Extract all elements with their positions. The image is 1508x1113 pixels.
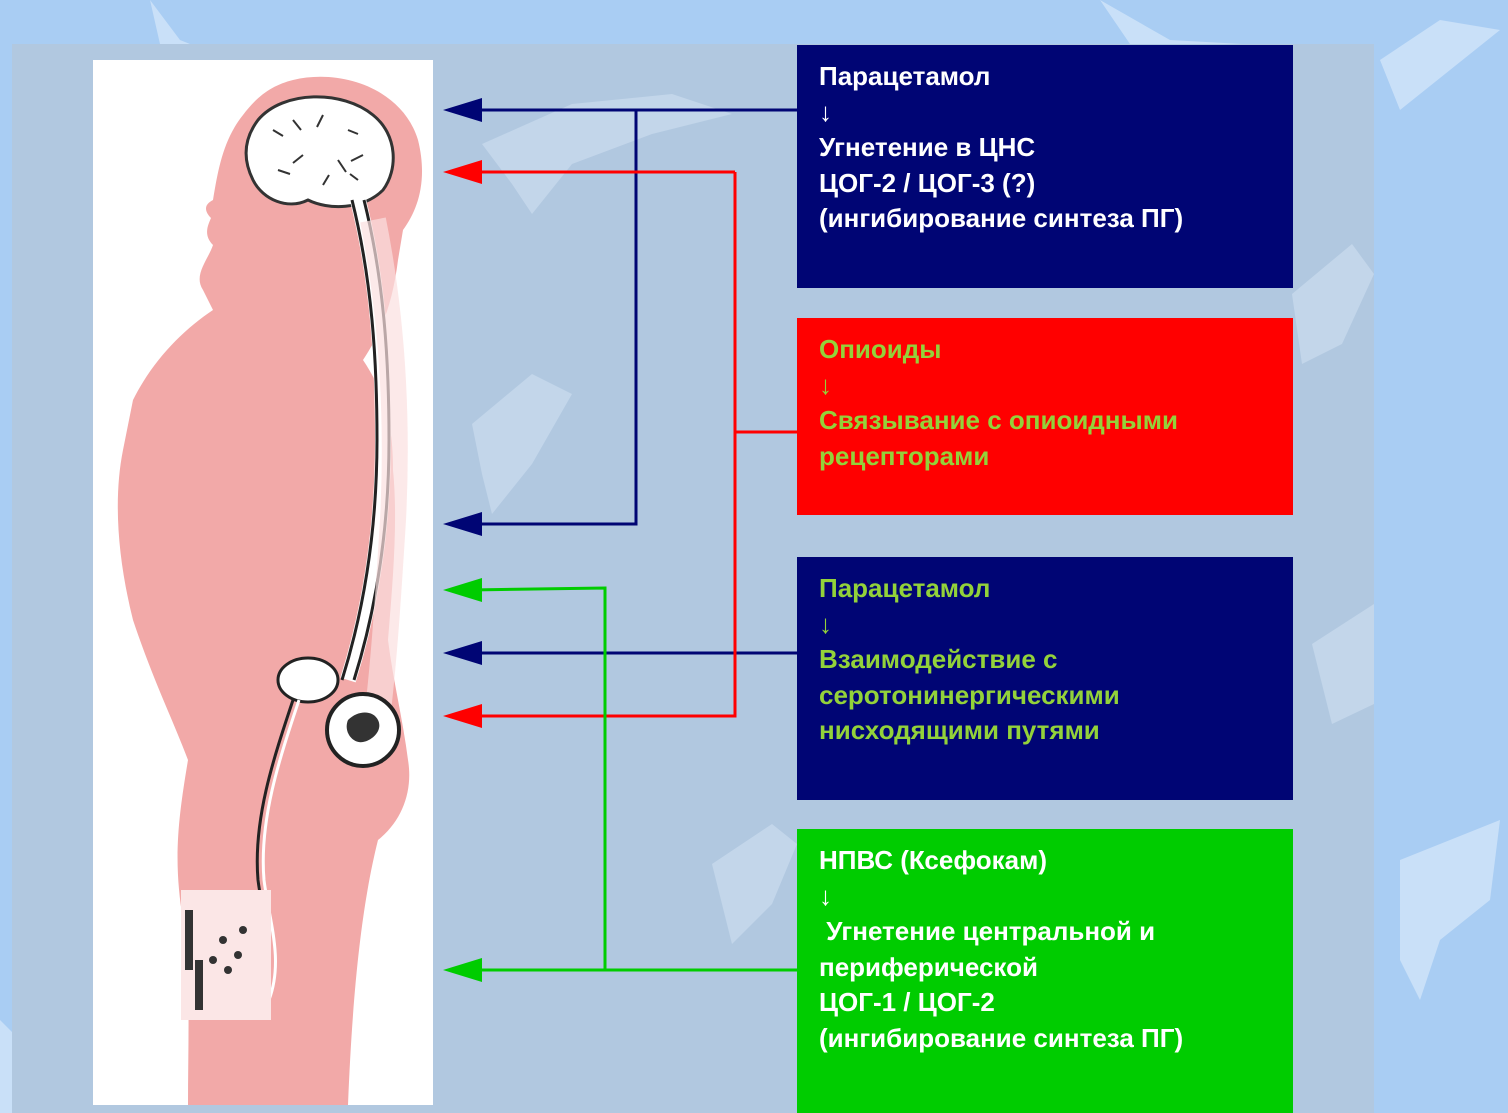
bird-silhouette: [1312, 604, 1374, 724]
skin-layer: [195, 960, 203, 1010]
bird-silhouette: [1380, 20, 1500, 110]
effect-line: Угнетение центральной и: [819, 914, 1273, 950]
brain: [246, 97, 393, 207]
dorsal-root-ganglion: [278, 658, 338, 702]
down-arrow: ↓: [819, 368, 1273, 404]
nerve-ending: [224, 966, 232, 974]
effect-line: рецепторами: [819, 439, 1273, 475]
effect-line: (ингибирование синтеза ПГ): [819, 1021, 1273, 1057]
skin-tissue: [181, 890, 271, 1020]
opioids-box: Опиоиды ↓ Связывание с опиоидными рецепт…: [797, 318, 1293, 515]
effect-line: (ингибирование синтеза ПГ): [819, 201, 1273, 237]
down-arrow: ↓: [819, 607, 1273, 643]
drug-name: Опиоиды: [819, 332, 1273, 368]
paracetamol-serotonin-box: Парацетамол ↓ Взаимодействие с серотонин…: [797, 557, 1293, 800]
effect-line: нисходящими путями: [819, 713, 1273, 749]
bird-silhouette: [472, 374, 572, 514]
paracetamol-cns-box: Парацетамол ↓ Угнетение в ЦНС ЦОГ-2 / ЦО…: [797, 45, 1293, 288]
bird-silhouette: [482, 94, 732, 214]
bird-silhouette: [1292, 244, 1374, 364]
effect-line: Взаимодействие с: [819, 642, 1273, 678]
nerve-ending: [219, 936, 227, 944]
down-arrow: ↓: [819, 95, 1273, 131]
effect-line: серотонинергическими: [819, 678, 1273, 714]
nerve-ending: [239, 926, 247, 934]
human-body-figure: [93, 60, 433, 1105]
effect-line: Связывание с опиоидными: [819, 403, 1273, 439]
bird-silhouette: [712, 824, 797, 944]
effect-line: Угнетение в ЦНС: [819, 130, 1273, 166]
drug-name: НПВС (Ксефокам): [819, 843, 1273, 879]
skin-layer: [185, 910, 193, 970]
nerve-ending: [234, 951, 242, 959]
effect-line: ЦОГ-2 / ЦОГ-3 (?): [819, 166, 1273, 202]
nerve-ending: [209, 956, 217, 964]
human-silhouette-illustration: [93, 60, 433, 1105]
drug-name: Парацетамол: [819, 59, 1273, 95]
down-arrow: ↓: [819, 879, 1273, 915]
drug-name: Парацетамол: [819, 571, 1273, 607]
effect-line: периферической: [819, 950, 1273, 986]
bird-silhouette: [1400, 820, 1500, 1000]
effect-line: ЦОГ-1 / ЦОГ-2: [819, 985, 1273, 1021]
nsaid-box: НПВС (Ксефокам) ↓ Угнетение центральной …: [797, 829, 1293, 1113]
